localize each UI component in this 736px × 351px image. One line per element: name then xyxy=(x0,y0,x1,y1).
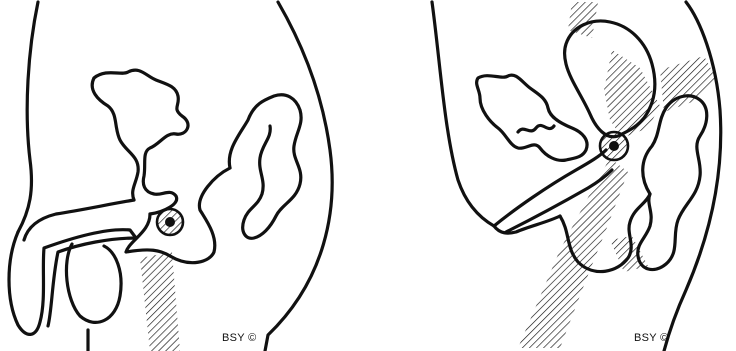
left-bladder-outer xyxy=(92,78,138,200)
left-front-outline xyxy=(18,2,38,232)
right-panel xyxy=(432,2,721,351)
left-rectum-shape xyxy=(229,95,301,239)
left-scrotum-shape xyxy=(66,244,121,322)
left-bladder-shape xyxy=(94,70,188,194)
left-pelvic-dot xyxy=(165,217,175,227)
left-back-outline xyxy=(265,2,332,351)
left-hatched-band xyxy=(140,252,180,351)
credit-left: BSY © xyxy=(222,332,256,344)
right-pelvic-dot xyxy=(609,141,619,151)
right-back-outline xyxy=(664,2,721,351)
left-urethra xyxy=(24,200,134,240)
right-bladder-folds xyxy=(518,125,554,132)
credit-right: BSY © xyxy=(634,332,668,344)
left-panel xyxy=(9,2,332,351)
right-bladder-shape xyxy=(477,75,587,160)
